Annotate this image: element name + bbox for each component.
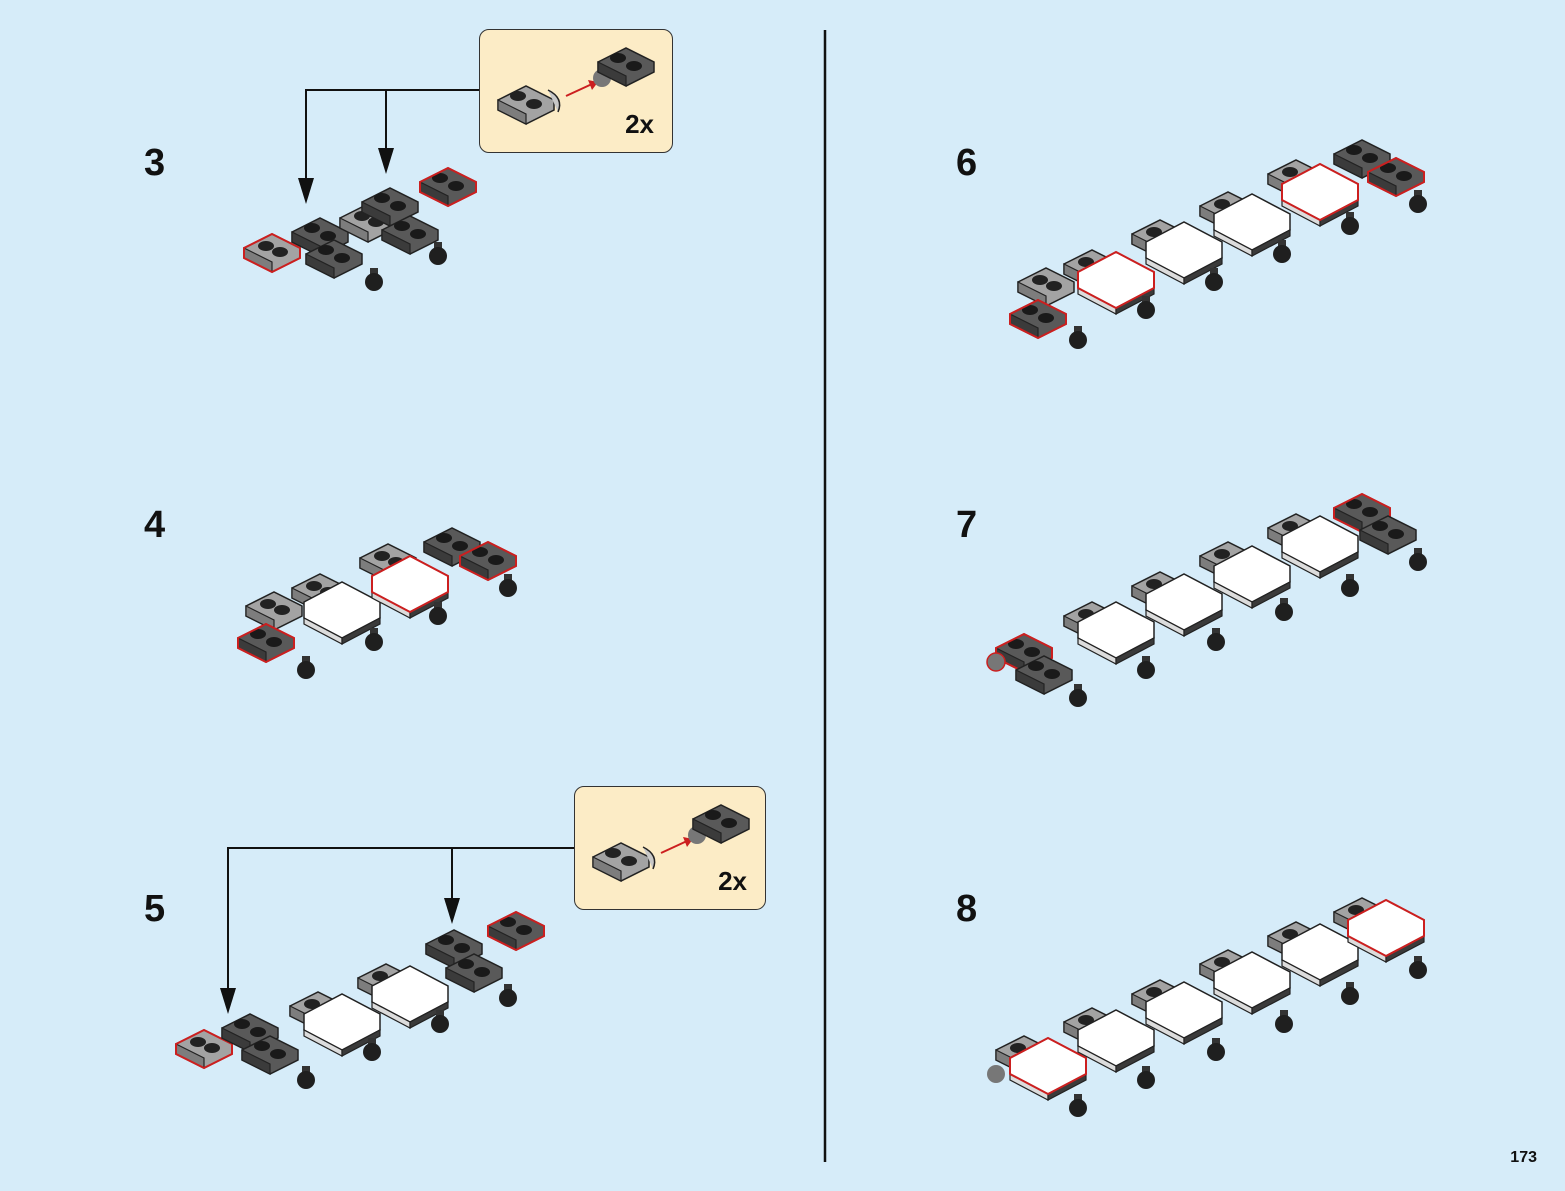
- step-4-model: [238, 528, 517, 679]
- quantity-label: 2x: [718, 866, 747, 897]
- step-number-5: 5: [144, 890, 165, 928]
- step-8-model: [987, 898, 1427, 1117]
- step-number-7: 7: [956, 506, 977, 544]
- step-number-6: 6: [956, 144, 977, 182]
- quantity-label: 2x: [625, 109, 654, 140]
- sub-assembly-callout-step-5: 2x: [574, 786, 766, 910]
- sub-assembly-callout-step-3: 2x: [479, 29, 673, 153]
- step-3-arrows: [306, 90, 480, 180]
- step-number-3: 3: [144, 144, 165, 182]
- step-number-4: 4: [144, 506, 165, 544]
- step-7-model: [987, 494, 1427, 707]
- step-3-model: [244, 168, 476, 291]
- step-6-model: [1010, 140, 1427, 349]
- step-number-8: 8: [956, 890, 977, 928]
- page-number: 173: [1510, 1149, 1537, 1167]
